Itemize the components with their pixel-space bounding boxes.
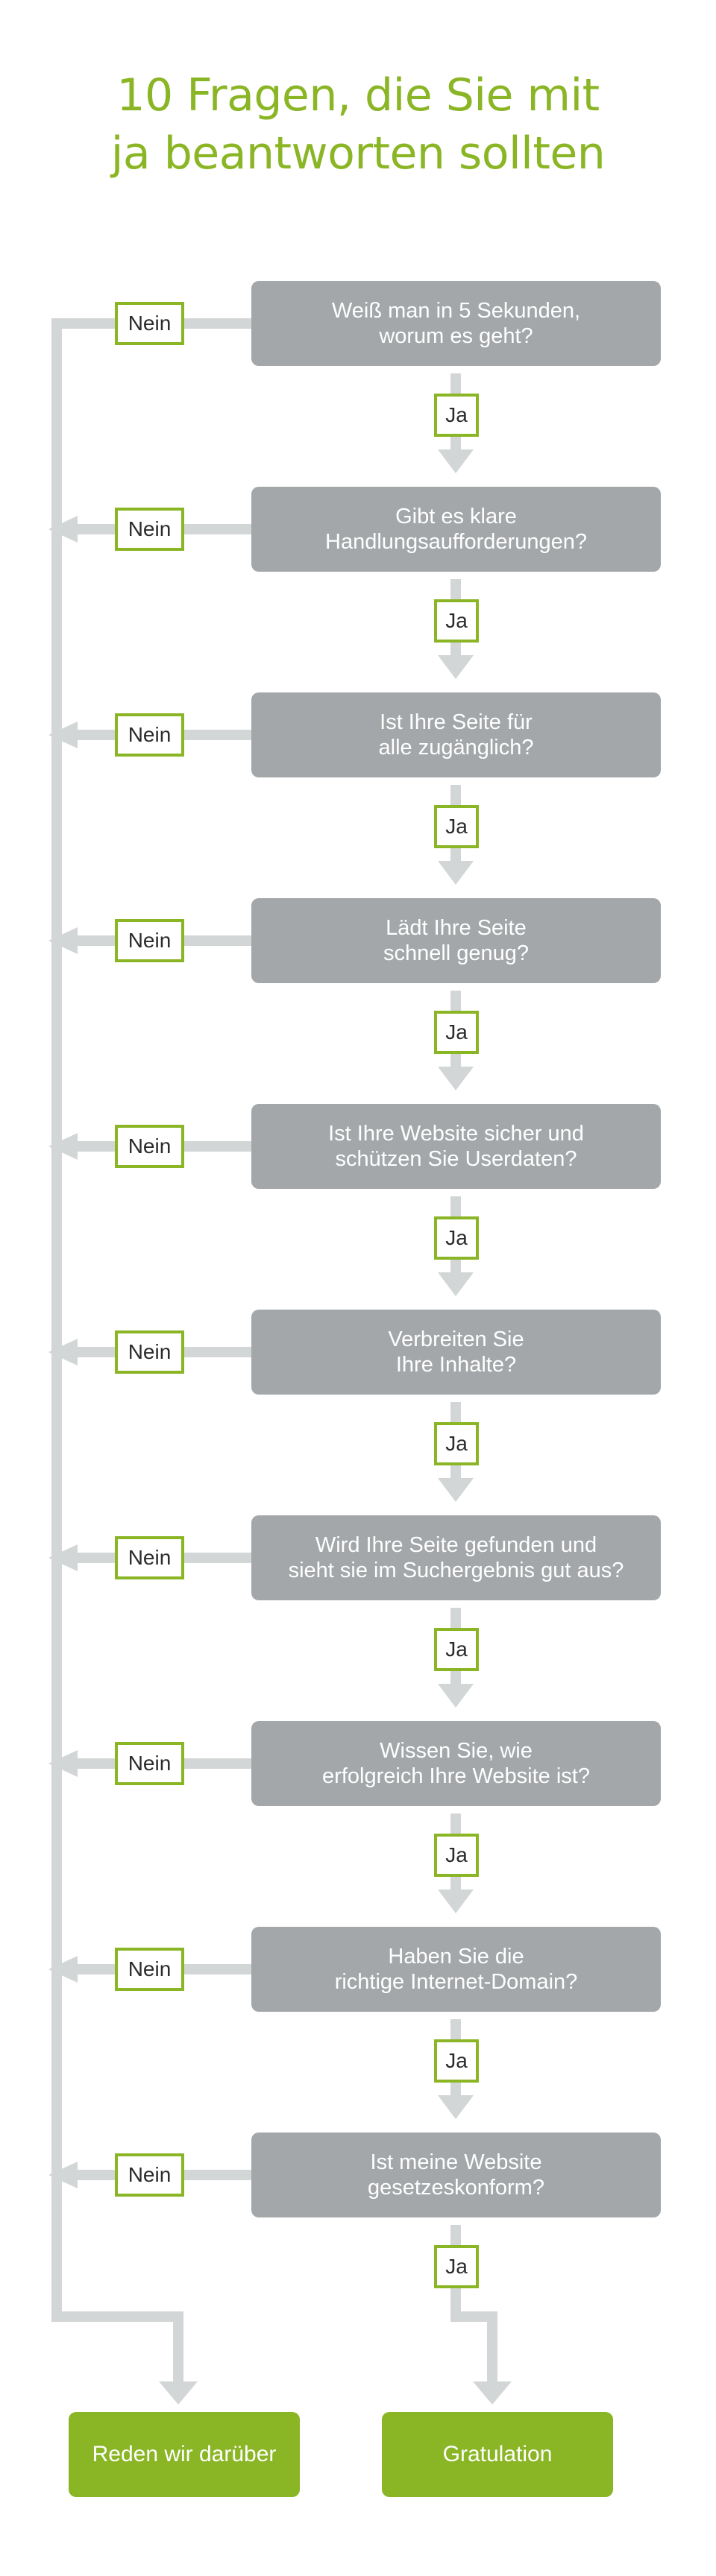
question-text: Ist Ihre Seite für xyxy=(380,710,533,734)
question-text: Handlungsaufforderungen? xyxy=(325,530,587,554)
left-arrow-icon xyxy=(48,516,78,543)
question-text: Ihre Inhalte? xyxy=(395,1353,517,1377)
yes-badge: Ja xyxy=(434,599,479,643)
down-arrow-icon xyxy=(438,449,474,473)
question-text: Lädt Ihre Seite xyxy=(386,916,527,940)
down-arrow-icon xyxy=(473,2381,512,2405)
down-arrow-icon xyxy=(438,1890,474,1913)
down-arrow-icon xyxy=(438,1478,474,1502)
left-arrow-icon xyxy=(48,1133,78,1160)
down-arrow-icon xyxy=(438,2095,474,2119)
talk-to-us-button[interactable]: Reden wir darüber xyxy=(69,2412,300,2497)
no-badge: Nein xyxy=(115,2153,184,2197)
left-arrow-icon xyxy=(48,1544,78,1571)
question-text: sieht sie im Suchergebnis gut aus? xyxy=(288,1559,624,1582)
yes-badge: Ja xyxy=(434,805,479,848)
title-line-2: ja beantworten sollten xyxy=(110,127,606,180)
yes-badge: Ja xyxy=(434,1216,479,1260)
question-text: Haben Sie die xyxy=(388,1945,524,1969)
question-text: richtige Internet-Domain? xyxy=(334,1970,578,1994)
yes-badge: Ja xyxy=(434,1011,479,1054)
left-arrow-icon xyxy=(48,2162,78,2188)
no-badge: Nein xyxy=(115,713,184,757)
no-badge: Nein xyxy=(115,1330,184,1374)
down-arrow-icon xyxy=(159,2381,198,2405)
question-text: worum es geht? xyxy=(379,324,533,348)
no-badge: Nein xyxy=(115,1742,184,1785)
question-text: Ist meine Website xyxy=(370,2150,542,2174)
left-arrow-icon xyxy=(48,1956,78,1983)
question-text: alle zugänglich? xyxy=(378,736,534,760)
question-text: Wissen Sie, wie xyxy=(380,1739,533,1763)
congratulation-button[interactable]: Gratulation xyxy=(382,2412,613,2497)
yes-badge: Ja xyxy=(434,1422,479,1465)
left-arrow-icon xyxy=(48,927,78,954)
yes-badge: Ja xyxy=(434,2039,479,2083)
question-text: Wird Ihre Seite gefunden und xyxy=(315,1533,597,1557)
question-text: Weiß man in 5 Sekunden, xyxy=(331,299,581,323)
left-arrow-icon xyxy=(48,722,78,748)
question-text: schnell genug? xyxy=(383,941,530,965)
question-text: Gibt es klare xyxy=(395,505,517,528)
question-text: erfolgreich Ihre Website ist? xyxy=(322,1764,590,1788)
no-badge: Nein xyxy=(115,1536,184,1579)
question-text: Ist Ihre Website sicher und xyxy=(328,1122,584,1146)
yes-badge: Ja xyxy=(434,2245,479,2288)
question-text: gesetzeskonform? xyxy=(368,2176,544,2200)
no-badge: Nein xyxy=(115,1125,184,1168)
down-arrow-icon xyxy=(438,1272,474,1296)
left-arrow-icon xyxy=(48,1750,78,1777)
question-box: Weiß man in 5 Sekunden,worum es geht? xyxy=(251,281,661,366)
left-arrow-icon xyxy=(48,1339,78,1366)
no-badge: Nein xyxy=(115,508,184,551)
down-arrow-icon xyxy=(438,655,474,679)
down-arrow-icon xyxy=(438,1684,474,1708)
no-badge: Nein xyxy=(115,302,184,345)
yes-badge: Ja xyxy=(434,394,479,437)
question-text: schützen Sie Userdaten? xyxy=(335,1147,577,1171)
yes-badge: Ja xyxy=(434,1628,479,1671)
no-badge: Nein xyxy=(115,1948,184,1991)
down-arrow-icon xyxy=(438,1067,474,1090)
down-arrow-icon xyxy=(438,861,474,885)
yes-badge: Ja xyxy=(434,1834,479,1877)
no-badge: Nein xyxy=(115,919,184,962)
question-text: Verbreiten Sie xyxy=(388,1328,524,1351)
title-line-1: 10 Fragen, die Sie mit xyxy=(116,69,600,121)
